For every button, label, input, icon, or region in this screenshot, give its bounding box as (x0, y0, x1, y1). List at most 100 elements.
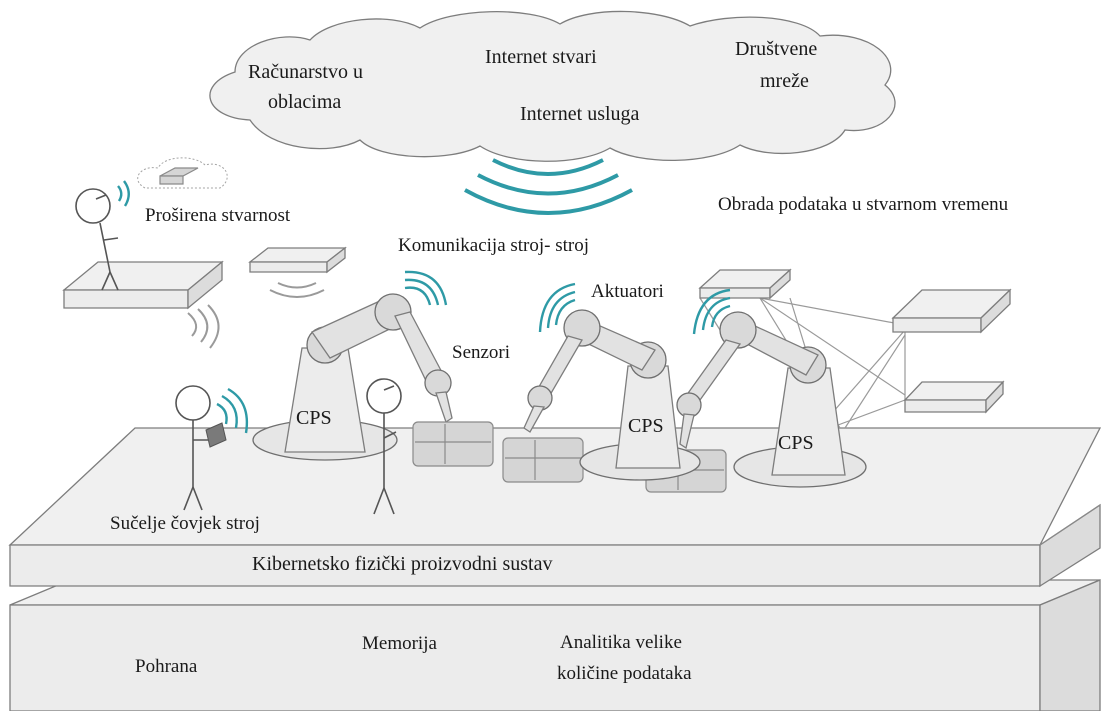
hmi-person-leg-2 (192, 486, 203, 511)
label-hmi: Sučelje čovjek stroj (110, 513, 260, 534)
ar-person-body (99, 222, 111, 273)
gray-wave-2 (197, 308, 209, 343)
hmi-wave-2 (221, 394, 238, 429)
label-sensors: Senzori (452, 342, 510, 363)
package-box-2 (502, 437, 584, 483)
worker-person-arm (383, 431, 397, 439)
server-1-side (769, 268, 791, 300)
hmi-person-leg-1 (183, 486, 194, 511)
ar-waves (117, 180, 130, 207)
hmi-person-head (175, 385, 211, 421)
cloud-shape (209, 10, 896, 162)
box-1 (412, 421, 494, 467)
worker-person (366, 378, 402, 515)
label-actuators: Aktuatori (591, 281, 664, 302)
worker-person-glasses (383, 385, 395, 391)
robot-arm-3 (676, 288, 867, 488)
robot-3-wave-1 (710, 304, 731, 328)
label-big-data-1: Analitika velike (560, 632, 682, 653)
ar-person-glasses (95, 194, 107, 200)
label-social-networks-1: Društvene (735, 38, 817, 60)
label-social-networks-2: mreže (760, 70, 809, 92)
ar-person-arm (103, 237, 119, 241)
net-line-7 (844, 334, 906, 429)
storage-side (1039, 579, 1101, 711)
label-cloud-computing-2: oblacima (268, 91, 341, 113)
net-line-5 (825, 329, 906, 421)
server-2-front (892, 317, 982, 333)
wave-arc-3 (464, 188, 633, 215)
ar-gray-waves (187, 304, 220, 349)
label-cps-2: CPS (628, 415, 664, 437)
ar-person (75, 188, 119, 291)
label-cloud-computing-1: Računarstvo u (248, 61, 363, 83)
robot-3-base (771, 367, 846, 476)
ar-person-leg-2 (109, 271, 119, 291)
label-augmented-reality: Proširena stvarnost (145, 205, 291, 226)
label-memory: Memorija (362, 633, 437, 654)
cloud (209, 10, 896, 162)
hmi-wave-1 (216, 402, 228, 425)
hmi-person (175, 385, 249, 511)
worker-person-leg-1 (373, 487, 385, 515)
worker-person-head (366, 378, 402, 414)
hmi-wave-3 (227, 387, 249, 434)
label-cps-1: CPS (296, 407, 332, 429)
small-cloud (137, 157, 228, 189)
storage-layer (9, 579, 1101, 711)
robot-arm-1 (252, 270, 453, 461)
ar-person-leg-1 (101, 271, 111, 291)
label-internet-of-things: Internet stvari (485, 46, 597, 68)
platform-edge (1039, 504, 1101, 546)
ar-slab-front (63, 289, 189, 309)
worker-person-leg-2 (383, 487, 395, 515)
label-internet-of-services: Internet usluga (520, 103, 640, 125)
m2m-slab-side (326, 246, 346, 274)
wireless-waves-cloud (464, 158, 633, 215)
ar-slab-side (187, 260, 223, 310)
ar-wave-1 (117, 185, 123, 202)
ar-thought-cloud (137, 157, 228, 189)
label-realtime-processing: Obrada podataka u stvarnom vremenu (718, 194, 1009, 215)
robot-3-joint-2 (719, 311, 757, 349)
m2m-slab-front (249, 261, 328, 273)
robot-1-wave-3 (404, 270, 448, 306)
m2m-slab (248, 246, 347, 298)
robot-2-wave-2 (546, 290, 576, 329)
robot-3-wave-2 (701, 296, 731, 331)
server-3-side (985, 380, 1004, 414)
small-device-front (159, 175, 184, 185)
server-slab-2 (891, 288, 1012, 334)
wave-arc-2 (477, 173, 619, 196)
label-m2m: Komunikacija stroj- stroj (398, 235, 589, 256)
robot-1-wrist (435, 391, 453, 424)
net-line-2 (759, 297, 906, 326)
net-line-3 (759, 297, 906, 396)
label-cps-3: CPS (778, 432, 814, 454)
m2m-wave-2 (269, 289, 325, 298)
ar-wave-2 (123, 180, 130, 207)
robot-2-wave-3 (538, 282, 576, 333)
gray-wave-1 (187, 312, 198, 337)
robot-1-wave-1 (404, 286, 432, 306)
server-2-side (980, 288, 1011, 334)
gray-wave-3 (207, 304, 220, 349)
net-line-8 (829, 399, 906, 429)
box-2 (502, 437, 584, 483)
server-3-front (904, 399, 987, 413)
small-device (159, 167, 199, 177)
label-storage: Pohrana (135, 656, 198, 677)
robot-2-wrist (523, 405, 546, 433)
server-slab-3 (903, 380, 1005, 414)
robot-3-wrist (679, 413, 695, 450)
robot-1-joint-3 (424, 369, 452, 397)
robot-3-joint-3 (676, 392, 702, 418)
robot-3-wave-3 (692, 288, 731, 335)
m2m-wave-1 (277, 282, 317, 289)
robot-3-arm-2 (684, 339, 742, 401)
ar-platform (62, 260, 224, 310)
storage-front (9, 604, 1041, 711)
server-slab-1 (698, 268, 792, 300)
ar-person-head (75, 188, 111, 224)
